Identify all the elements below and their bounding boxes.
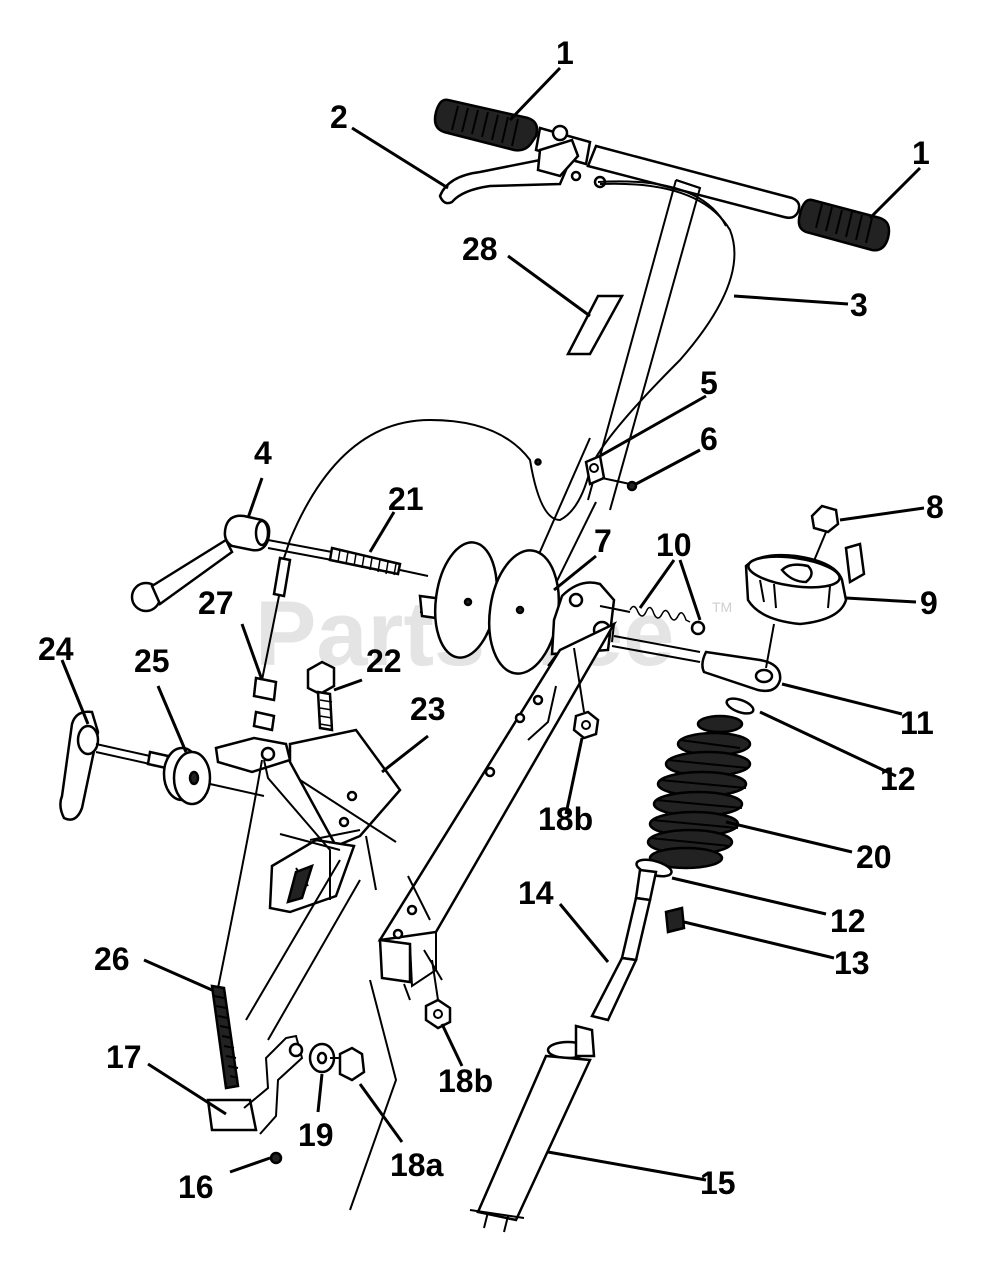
callout-3: 3: [850, 287, 868, 323]
callout-14: 14: [518, 875, 554, 911]
handlebar-assembly: [433, 98, 891, 252]
callout-18a: 18a: [390, 1147, 444, 1183]
pivot-shaft: [59, 710, 170, 821]
control-cable: [279, 182, 736, 571]
nut-upper: [572, 647, 600, 740]
callout-6: 6: [700, 421, 718, 457]
bolt: [306, 660, 336, 732]
callout-11: 11: [900, 705, 934, 741]
callout-labels: 1 1 2 3 28 5 6 4 21 7 10 8 9 11 12 20 12…: [38, 35, 944, 1205]
callout-15: 15: [700, 1165, 736, 1201]
callout-1b: 1: [912, 135, 930, 171]
callout-18b-upper: 18b: [538, 801, 593, 837]
nut-lower: [424, 959, 452, 1030]
lower-bracket: [377, 621, 618, 1001]
mounting-bracket: [214, 728, 402, 914]
callout-12a: 12: [880, 761, 916, 797]
decal: [565, 294, 625, 356]
roller: [162, 746, 265, 806]
callout-5: 5: [700, 365, 718, 401]
threaded-rod: [267, 539, 429, 577]
watermark-tm: TM: [712, 599, 732, 615]
callout-19: 19: [298, 1117, 334, 1153]
grip-left: [433, 98, 539, 152]
adjustment-knob: [744, 542, 866, 626]
clutch-lever: [438, 158, 568, 205]
callout-17: 17: [106, 1039, 142, 1075]
washer-upper: [725, 697, 755, 715]
pin: [269, 1151, 283, 1165]
screw: [601, 477, 638, 492]
callout-24: 24: [38, 631, 74, 667]
callout-4: 4: [254, 435, 272, 471]
callout-1a: 1: [556, 35, 574, 71]
adjustment-shaft: [590, 868, 658, 1022]
handlebar-tube: [586, 144, 801, 220]
callout-26: 26: [94, 941, 130, 977]
spring-and-pin: [599, 605, 706, 636]
lever-bracket: [206, 859, 361, 1135]
callout-13: 13: [834, 945, 870, 981]
adjust-handle: [130, 514, 271, 613]
callout-16: 16: [178, 1169, 214, 1205]
grip-right: [797, 198, 891, 252]
callout-27: 27: [198, 585, 234, 621]
rod-end: [611, 623, 782, 693]
nut-18a: [330, 1046, 366, 1082]
coil-spring: [646, 714, 752, 870]
extension-spring: [210, 759, 263, 1090]
callout-10: 10: [656, 527, 692, 563]
callout-28: 28: [462, 231, 498, 267]
callout-8: 8: [926, 489, 944, 525]
cable-end: [252, 556, 292, 732]
callout-20: 20: [856, 839, 892, 875]
leader-lines: [60, 66, 925, 1182]
callout-21: 21: [388, 481, 424, 517]
callout-9: 9: [920, 585, 938, 621]
callout-7: 7: [594, 523, 612, 559]
key: [664, 906, 686, 934]
callout-12b: 12: [830, 903, 866, 939]
callout-18b-lower: 18b: [438, 1063, 493, 1099]
callout-22: 22: [366, 643, 402, 679]
lower-tube: [469, 1024, 596, 1233]
cable-clip: [584, 454, 606, 486]
callout-2: 2: [330, 99, 348, 135]
callout-23: 23: [410, 691, 446, 727]
callout-25: 25: [134, 643, 170, 679]
